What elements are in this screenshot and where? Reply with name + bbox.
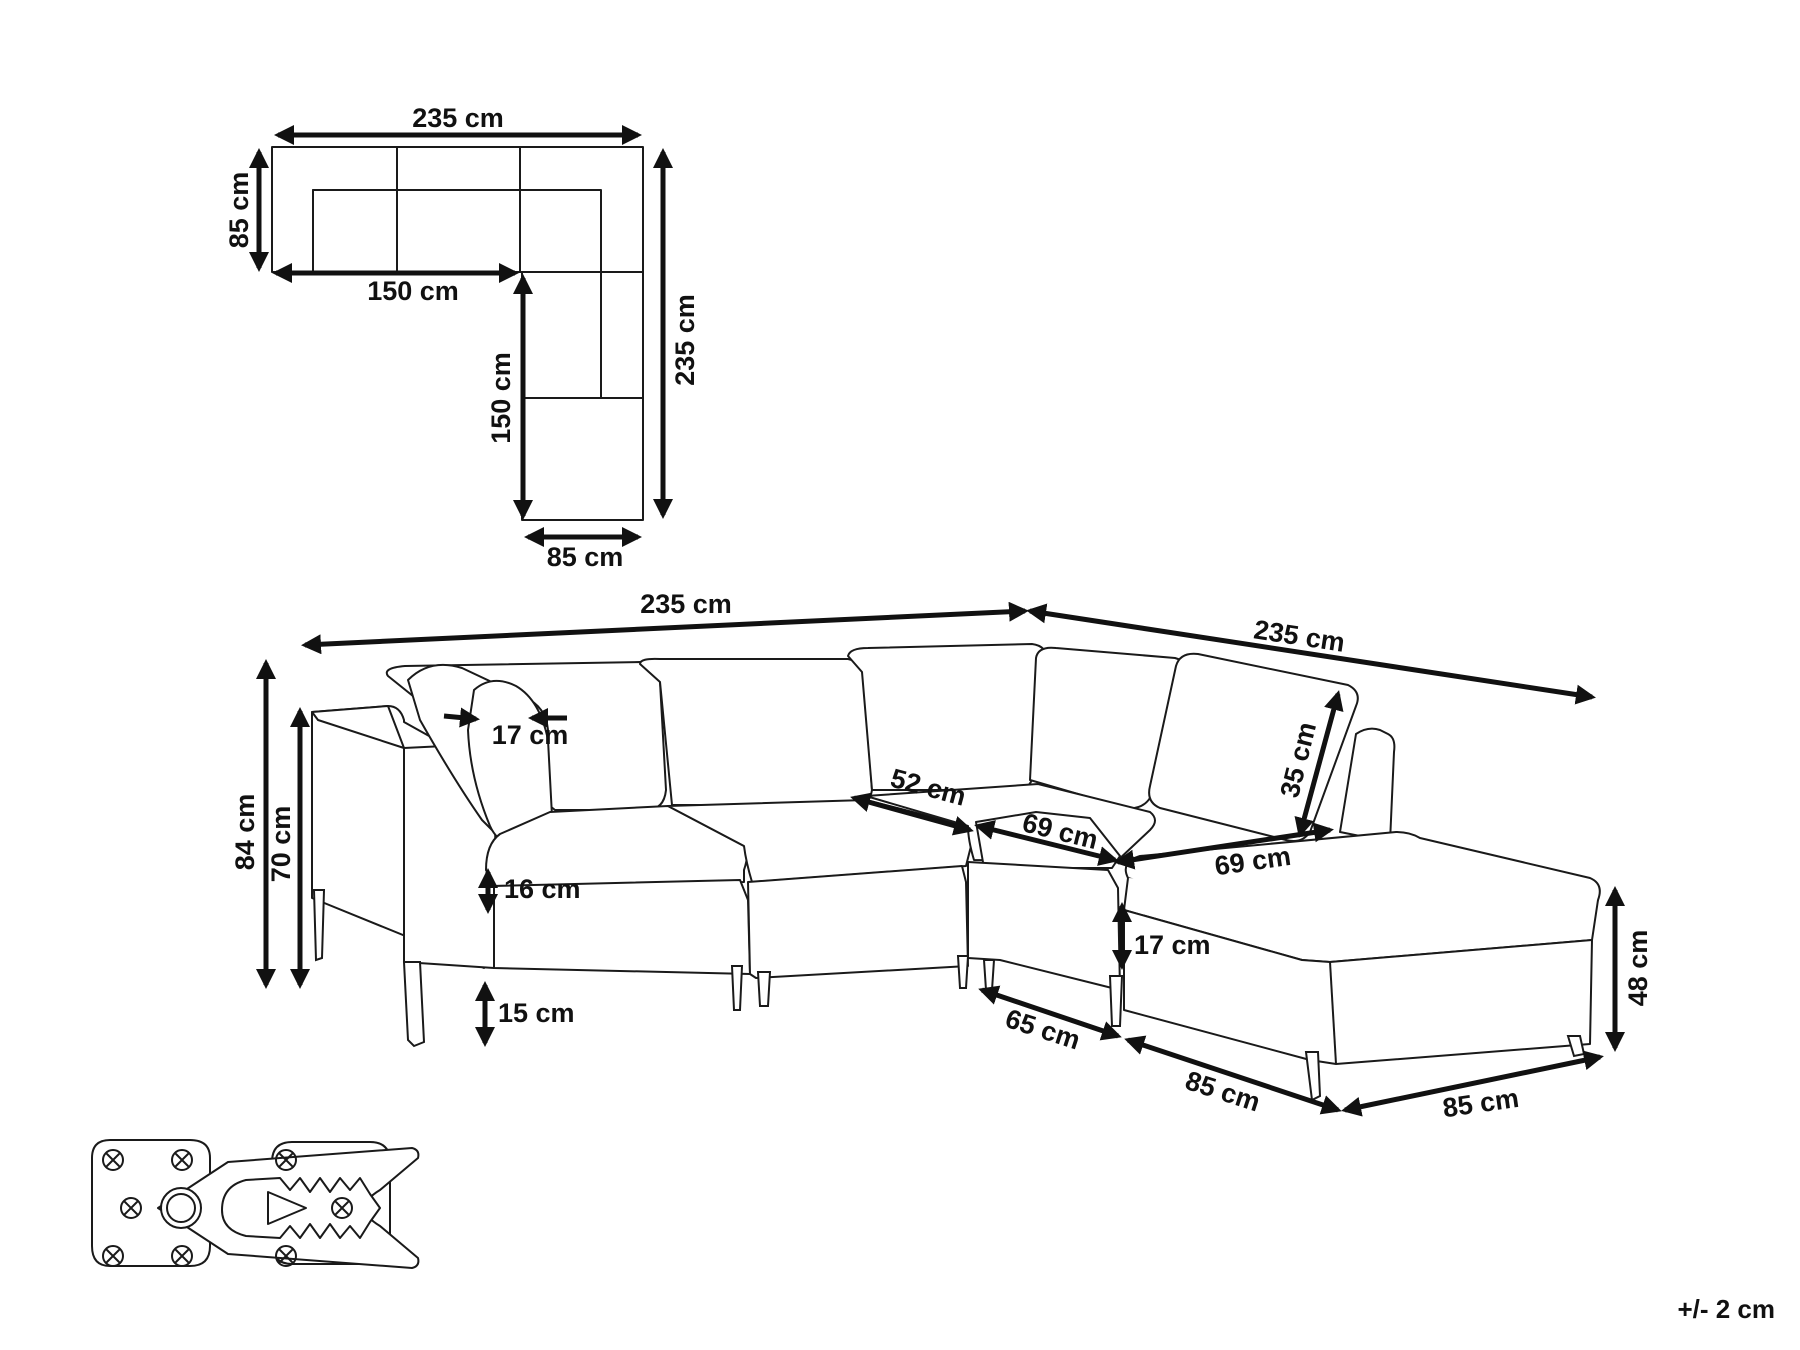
connector-clip-teeth <box>221 1177 381 1239</box>
left-arm-label: 150 cm <box>367 276 459 306</box>
ottoman-width-arrow <box>1341 1050 1604 1117</box>
right-armrest <box>1339 727 1396 843</box>
leg-mid-3 <box>956 955 970 989</box>
left-armrest-top <box>311 705 405 749</box>
leg-height-label: 15 cm <box>498 998 575 1028</box>
seat-base-2 <box>747 865 969 979</box>
connector-plate-left <box>91 1139 211 1267</box>
overall-length-left-label: 235 cm <box>640 589 732 619</box>
seat-cushion-height-label: 16 cm <box>504 874 581 904</box>
leg-back-left <box>312 889 326 962</box>
backrest-height-arrow <box>1294 690 1344 838</box>
screw-icon <box>102 1149 353 1267</box>
leg-front-left <box>402 961 426 1048</box>
leg-ottoman-2 <box>1566 1035 1586 1058</box>
total-height-label: 84 cm <box>230 794 260 871</box>
ottoman-length-arrow <box>1124 1035 1342 1115</box>
ottoman-height-label: 48 cm <box>1623 930 1653 1007</box>
armrest-width-arrow-left <box>443 707 480 728</box>
overall-length-left-arrow <box>301 601 1029 655</box>
module-width-arrow <box>978 985 1122 1041</box>
back-cushion-3 <box>847 643 1049 791</box>
top-view-outline <box>271 146 644 521</box>
sofa-perspective <box>311 643 1601 1102</box>
seat-depth-arrow <box>850 792 974 836</box>
leg-mid-5 <box>1108 975 1124 1027</box>
corner-seat-depth-arrow <box>974 820 1119 866</box>
top-width-label: 235 cm <box>412 103 504 133</box>
right-height-label: 235 cm <box>670 294 700 386</box>
left-depth-label: 85 cm <box>224 172 254 249</box>
connector-clip-detail <box>91 1139 420 1269</box>
seat-base-height-label: 17 cm <box>1134 930 1211 960</box>
back-cushion-2 <box>639 657 873 806</box>
ottoman-base <box>1123 909 1593 1065</box>
ottoman-seat-depth-arrow <box>1114 822 1334 870</box>
armrest-height-label: 70 cm <box>266 806 296 883</box>
armrest-width-label: 17 cm <box>492 720 569 750</box>
tolerance-note: +/- 2 cm <box>1677 1294 1775 1324</box>
bottom-width-label: 85 cm <box>547 542 624 572</box>
back-cushion-5 <box>1148 652 1359 842</box>
leg-mid-2 <box>756 971 772 1007</box>
leg-mid-1 <box>730 965 744 1011</box>
top-view-plan: 235 cm 85 cm 150 cm 235 cm 150 cm 85 cm <box>224 103 700 572</box>
leg-mid-4 <box>982 959 996 991</box>
overall-length-right-arrow <box>1026 603 1596 705</box>
leg-ottoman-1 <box>1304 1051 1322 1102</box>
inner-height-label: 150 cm <box>486 352 516 444</box>
